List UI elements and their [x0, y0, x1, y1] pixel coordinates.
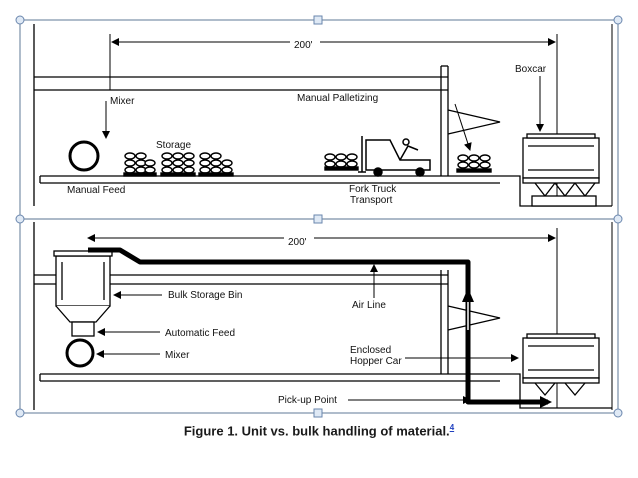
hopper-car-label-1: Enclosed: [350, 345, 391, 356]
manual-feed-label: Manual Feed: [67, 185, 125, 196]
transport-label: Transport: [350, 195, 393, 206]
mixer-drum-bulk: [65, 338, 95, 368]
mixer-drum: [68, 140, 100, 172]
mixer-label-bulk: Mixer: [165, 350, 190, 361]
bulk-storage-bin-label: Bulk Storage Bin: [168, 290, 243, 301]
caption-reference-link[interactable]: 4: [449, 423, 455, 432]
bottom-panel: 200' Bulk Storage Bin Automatic Feed Mix…: [33, 222, 613, 410]
dimension-label-top: 200': [294, 40, 313, 51]
storage-label: Storage: [156, 140, 191, 151]
hopper-car-label-2: Hopper Car: [350, 356, 402, 367]
selection-handles[interactable]: [15, 15, 623, 418]
air-line-label: Air Line: [352, 300, 386, 311]
fork-truck: [358, 136, 431, 177]
pickup-point-label: Pick-up Point: [278, 395, 337, 406]
storage-sacks: [123, 152, 492, 177]
boxcar: [522, 133, 600, 207]
bulk-storage-bin: [53, 250, 113, 337]
top-panel: 200' Mixer: [33, 24, 613, 207]
mixer-label: Mixer: [110, 96, 135, 107]
air-line-path: [88, 247, 548, 405]
caption-text: Figure 1. Unit vs. bulk handling of mate…: [183, 423, 450, 439]
figure-caption: Figure 1. Unit vs. bulk handling of mate…: [0, 423, 638, 438]
hopper-car: [522, 333, 600, 397]
boxcar-label: Boxcar: [515, 64, 547, 75]
dimension-label-bottom: 200': [288, 237, 307, 248]
automatic-feed-label: Automatic Feed: [165, 328, 235, 339]
manual-palletizing-label: Manual Palletizing: [297, 93, 378, 104]
fork-truck-label: Fork Truck: [349, 184, 397, 195]
